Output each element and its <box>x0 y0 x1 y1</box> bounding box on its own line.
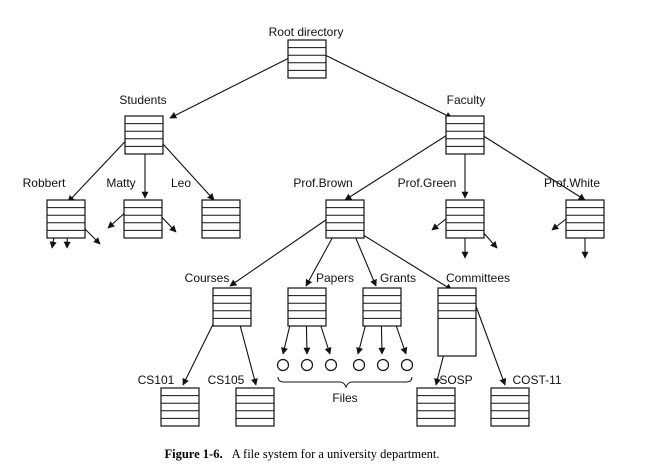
dir-box-committees <box>437 287 477 357</box>
dir-box-frame <box>124 115 164 155</box>
label-prof-green: Prof.Green <box>398 176 457 190</box>
dir-box-frame <box>287 287 327 327</box>
dir-box-frame <box>46 199 86 239</box>
dir-box-frame <box>212 287 252 327</box>
caption-text: A file system for a university departmen… <box>232 447 440 461</box>
file-circle <box>276 358 290 372</box>
edge-brown-courses <box>229 214 334 287</box>
dir-box-prof-brown <box>325 199 365 239</box>
label-courses: Courses <box>185 271 230 285</box>
label-committees: Committees <box>446 271 510 285</box>
label-papers: Papers <box>316 271 354 285</box>
file-circle <box>324 358 338 372</box>
edge-faculty-brown <box>344 129 456 201</box>
files-group <box>276 358 414 389</box>
label-prof-brown: Prof.Brown <box>293 176 352 190</box>
file-circle <box>352 358 366 372</box>
edge-brown-committees <box>359 232 453 291</box>
caption-figure-number: Figure 1-6. <box>164 447 222 461</box>
dir-box-cost-11 <box>490 387 530 427</box>
dir-box-frame <box>325 199 365 239</box>
dir-box-frame <box>235 387 275 427</box>
dir-box-grants <box>362 287 402 327</box>
dir-box-frame <box>362 287 402 327</box>
label-cs105: CS105 <box>208 373 245 387</box>
directory-boxes <box>46 39 605 427</box>
dir-box-students <box>124 115 164 155</box>
label-cs101: CS101 <box>138 373 175 387</box>
label-robbert: Robbert <box>23 176 66 190</box>
dir-box-frame <box>123 199 163 239</box>
dir-box-faculty <box>445 115 485 155</box>
dir-box-sosp <box>416 387 456 427</box>
label-files: Files <box>332 391 357 405</box>
edge-root-students <box>169 54 296 119</box>
dir-box-frame <box>445 115 485 155</box>
dir-box-papers <box>287 287 327 327</box>
label-matty: Matty <box>106 176 135 190</box>
edge-faculty-white <box>473 129 586 201</box>
dir-box-frame <box>160 387 200 427</box>
dir-box-frame <box>565 199 605 239</box>
files-brace <box>277 376 413 389</box>
label-prof-white: Prof.White <box>544 176 600 190</box>
dir-box-frame <box>201 199 241 239</box>
label-faculty: Faculty <box>447 93 486 107</box>
file-circle <box>300 358 314 372</box>
dir-box-cs101 <box>160 387 200 427</box>
label-students: Students <box>119 93 166 107</box>
dir-box-cs105 <box>235 387 275 427</box>
dir-box-matty <box>123 199 163 239</box>
tree-edges <box>49 54 589 386</box>
dir-box-frame <box>490 387 530 427</box>
file-circle <box>376 358 390 372</box>
file-circle <box>400 358 414 372</box>
label-cost-11: COST-11 <box>512 373 561 387</box>
dir-box-leo <box>201 199 241 239</box>
node-labels: Root directory Students Faculty Robbert … <box>23 25 601 405</box>
dir-box-robbert <box>46 199 86 239</box>
dir-box-frame <box>287 39 327 79</box>
dir-box-prof-white <box>565 199 605 239</box>
label-sosp: SOSP <box>439 373 472 387</box>
dir-box-courses <box>212 287 252 327</box>
label-root-directory: Root directory <box>269 25 344 39</box>
dir-box-frame <box>416 387 456 427</box>
edge-root-faculty <box>324 54 453 119</box>
dir-box-frame <box>445 199 485 239</box>
dir-box-root <box>287 39 327 79</box>
label-leo: Leo <box>171 176 191 190</box>
label-grants: Grants <box>380 271 416 285</box>
figure-caption: Figure 1-6. A file system for a universi… <box>164 445 439 462</box>
dir-box-frame <box>437 287 477 357</box>
dir-box-prof-green <box>445 199 485 239</box>
